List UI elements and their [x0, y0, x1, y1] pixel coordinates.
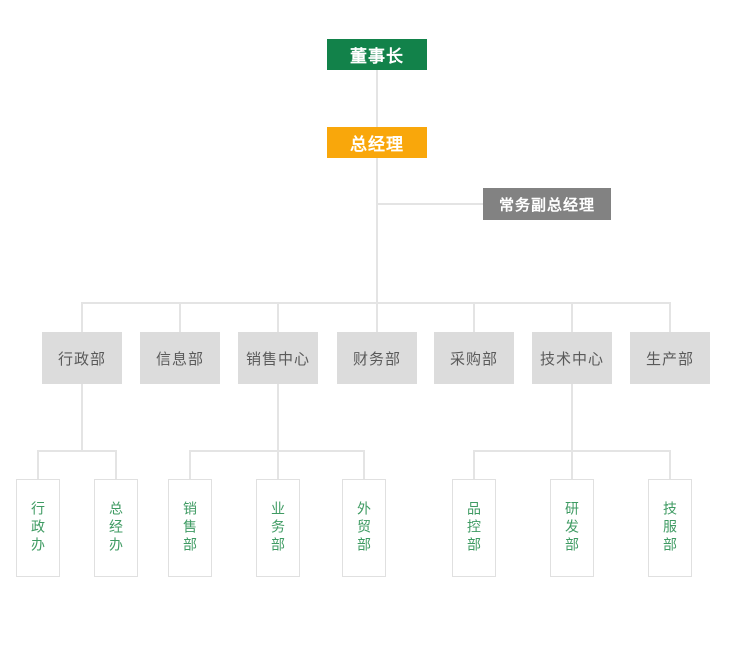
node-sub-gm-office-label: 总经办 [108, 501, 124, 555]
node-sub-foreign-trade-label: 外贸部 [356, 501, 372, 555]
node-dept-sales-center-label: 销售中心 [245, 350, 310, 368]
connector-stub-sub-4 [277, 452, 279, 479]
node-sub-admin-office-label: 行政办 [30, 501, 46, 555]
connector-stub-sub-3 [189, 452, 191, 479]
node-sub-quality-control: 品控部 [452, 479, 496, 577]
connector-tech-rail [473, 450, 671, 452]
node-dept-information-label: 信息部 [155, 350, 204, 368]
node-chairman: 董事长 [327, 39, 427, 70]
connector-sales-rail [189, 450, 365, 452]
connector-stub-sub-7 [571, 452, 573, 479]
node-dept-admin-label: 行政部 [57, 350, 106, 368]
connector-stub-dept-3 [277, 303, 279, 332]
connector-stub-dept-1 [81, 303, 83, 332]
connector-stub-sub-5 [363, 452, 365, 479]
connector-stub-dept-2 [179, 303, 181, 332]
node-chairman-label: 董事长 [350, 47, 404, 66]
node-sub-admin-office: 行政办 [16, 479, 60, 577]
node-sub-tech-service: 技服部 [648, 479, 692, 577]
node-general-manager: 总经理 [327, 127, 427, 158]
connector-stub-sub-2 [115, 452, 117, 479]
node-deputy-general-manager: 常务副总经理 [483, 188, 611, 220]
node-dept-tech-center-label: 技术中心 [539, 350, 604, 368]
node-dept-finance-label: 财务部 [352, 350, 401, 368]
node-dept-admin: 行政部 [42, 332, 122, 384]
connector-gm-departments [376, 158, 378, 304]
node-dept-purchasing-label: 采购部 [449, 350, 498, 368]
node-general-manager-label: 总经理 [350, 135, 404, 154]
node-sub-business-label: 业务部 [270, 501, 286, 555]
connector-stub-sub-6 [473, 452, 475, 479]
node-sub-rnd-label: 研发部 [564, 501, 580, 555]
node-dept-information: 信息部 [140, 332, 220, 384]
connector-admin-rail [37, 450, 117, 452]
connector-chairman-gm [376, 70, 378, 127]
connector-gm-deputy [377, 203, 483, 205]
connector-stub-dept-7 [669, 303, 671, 332]
node-sub-sales: 销售部 [168, 479, 212, 577]
node-sub-rnd: 研发部 [550, 479, 594, 577]
node-sub-sales-label: 销售部 [182, 501, 198, 555]
connector-stub-dept-6 [571, 303, 573, 332]
node-sub-foreign-trade: 外贸部 [342, 479, 386, 577]
connector-sales-down [277, 384, 279, 452]
connector-admin-down [81, 384, 83, 452]
node-dept-production: 生产部 [630, 332, 710, 384]
node-dept-sales-center: 销售中心 [238, 332, 318, 384]
node-sub-tech-service-label: 技服部 [662, 501, 678, 555]
node-dept-production-label: 生产部 [645, 350, 694, 368]
node-dept-finance: 财务部 [337, 332, 417, 384]
connector-stub-sub-8 [669, 452, 671, 479]
node-dept-purchasing: 采购部 [434, 332, 514, 384]
connector-stub-dept-4 [376, 303, 378, 332]
node-sub-business: 业务部 [256, 479, 300, 577]
node-sub-quality-control-label: 品控部 [466, 501, 482, 555]
node-deputy-general-manager-label: 常务副总经理 [498, 196, 595, 214]
node-sub-gm-office: 总经办 [94, 479, 138, 577]
node-dept-tech-center: 技术中心 [532, 332, 612, 384]
connector-tech-down [571, 384, 573, 452]
connector-stub-dept-5 [473, 303, 475, 332]
connector-stub-sub-1 [37, 452, 39, 479]
